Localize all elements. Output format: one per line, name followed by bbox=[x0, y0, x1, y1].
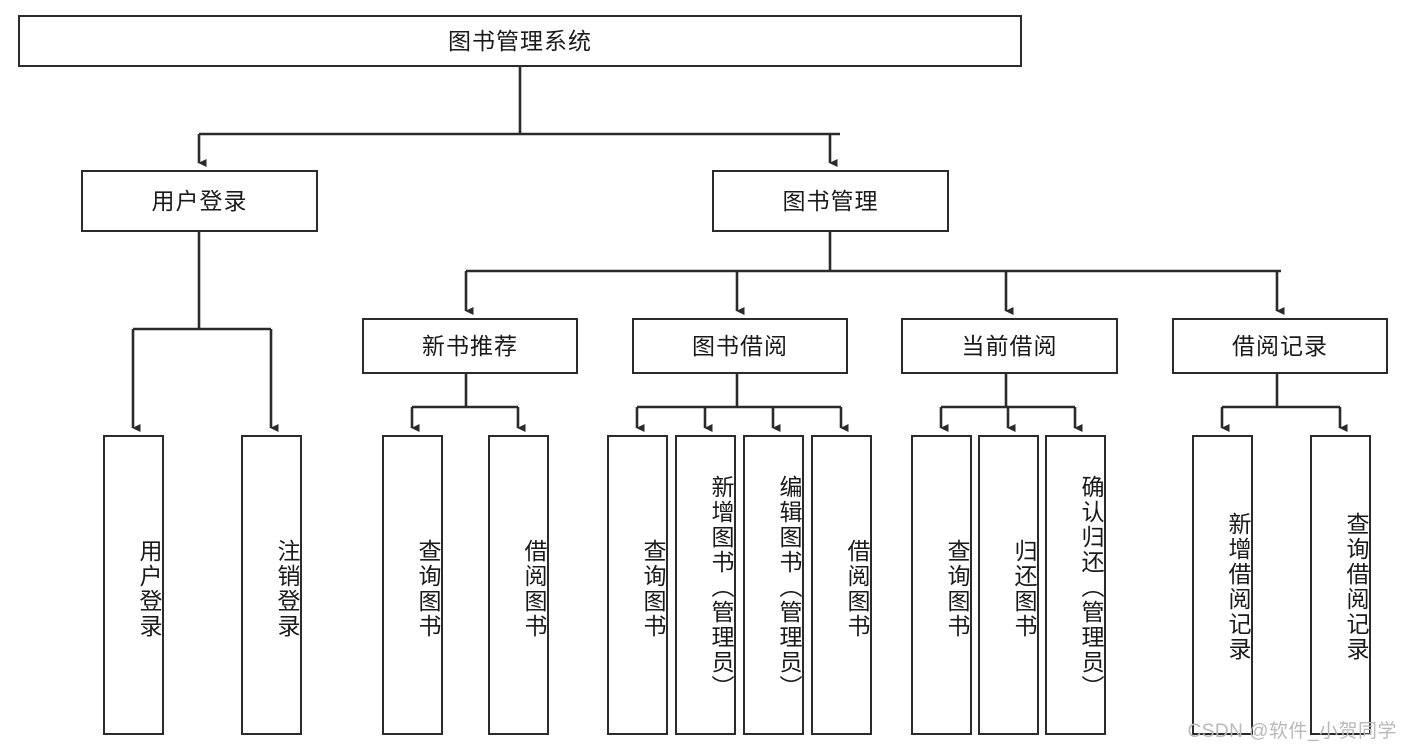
node-user-login-label: 用户登录 bbox=[151, 187, 248, 214]
node-new-book-recommend-label: 新书推荐 bbox=[422, 332, 518, 359]
node-leaf-query-record-label: 查询借阅记录 bbox=[1343, 512, 1369, 662]
node-leaf-user-login-label: 用户登录 bbox=[136, 539, 162, 639]
node-book-manage-label: 图书管理 bbox=[782, 187, 879, 214]
node-root-label: 图书管理系统 bbox=[448, 27, 592, 54]
node-leaf-query-book-1-label: 查询图书 bbox=[415, 539, 441, 639]
node-leaf-confirm-return[interactable]: 确认归还（管理员） bbox=[1045, 435, 1106, 735]
node-book-borrow-label: 图书借阅 bbox=[692, 332, 788, 359]
node-leaf-borrow-book-1[interactable]: 借阅图书 bbox=[488, 435, 549, 735]
node-current-borrow-label: 当前借阅 bbox=[961, 332, 1058, 359]
node-borrow-record[interactable]: 借阅记录 bbox=[1172, 318, 1388, 374]
node-leaf-return-book[interactable]: 归还图书 bbox=[978, 435, 1039, 735]
node-leaf-query-book-3-label: 查询图书 bbox=[944, 539, 970, 639]
csdn-watermark: CSDN @软件_小贺同学 bbox=[1187, 721, 1397, 742]
node-leaf-add-book-label: 新增图书（管理员） bbox=[708, 474, 734, 700]
node-leaf-confirm-return-label: 确认归还（管理员） bbox=[1078, 474, 1104, 700]
node-leaf-query-book-1[interactable]: 查询图书 bbox=[382, 435, 443, 735]
node-book-manage[interactable]: 图书管理 bbox=[712, 170, 949, 232]
node-leaf-add-record[interactable]: 新增借阅记录 bbox=[1192, 435, 1253, 735]
node-leaf-edit-book-label: 编辑图书（管理员） bbox=[776, 474, 802, 700]
node-leaf-borrow-book-1-label: 借阅图书 bbox=[521, 539, 547, 639]
node-leaf-query-record[interactable]: 查询借阅记录 bbox=[1310, 435, 1371, 735]
node-current-borrow[interactable]: 当前借阅 bbox=[901, 318, 1118, 374]
node-leaf-return-book-label: 归还图书 bbox=[1011, 539, 1037, 639]
node-user-login[interactable]: 用户登录 bbox=[81, 170, 318, 232]
node-leaf-edit-book[interactable]: 编辑图书（管理员） bbox=[743, 435, 804, 735]
node-leaf-borrow-book-2[interactable]: 借阅图书 bbox=[811, 435, 872, 735]
node-borrow-record-label: 借阅记录 bbox=[1232, 332, 1328, 359]
node-leaf-query-book-3[interactable]: 查询图书 bbox=[911, 435, 972, 735]
node-leaf-add-record-label: 新增借阅记录 bbox=[1225, 512, 1251, 662]
node-leaf-logout[interactable]: 注销登录 bbox=[241, 435, 302, 735]
node-book-borrow[interactable]: 图书借阅 bbox=[632, 318, 848, 374]
node-leaf-borrow-book-2-label: 借阅图书 bbox=[844, 539, 870, 639]
node-leaf-logout-label: 注销登录 bbox=[274, 539, 300, 639]
node-leaf-user-login[interactable]: 用户登录 bbox=[103, 435, 164, 735]
node-root[interactable]: 图书管理系统 bbox=[18, 15, 1022, 67]
node-leaf-query-book-2[interactable]: 查询图书 bbox=[607, 435, 668, 735]
node-leaf-query-book-2-label: 查询图书 bbox=[640, 539, 666, 639]
node-new-book-recommend[interactable]: 新书推荐 bbox=[362, 318, 578, 374]
node-leaf-add-book[interactable]: 新增图书（管理员） bbox=[675, 435, 736, 735]
